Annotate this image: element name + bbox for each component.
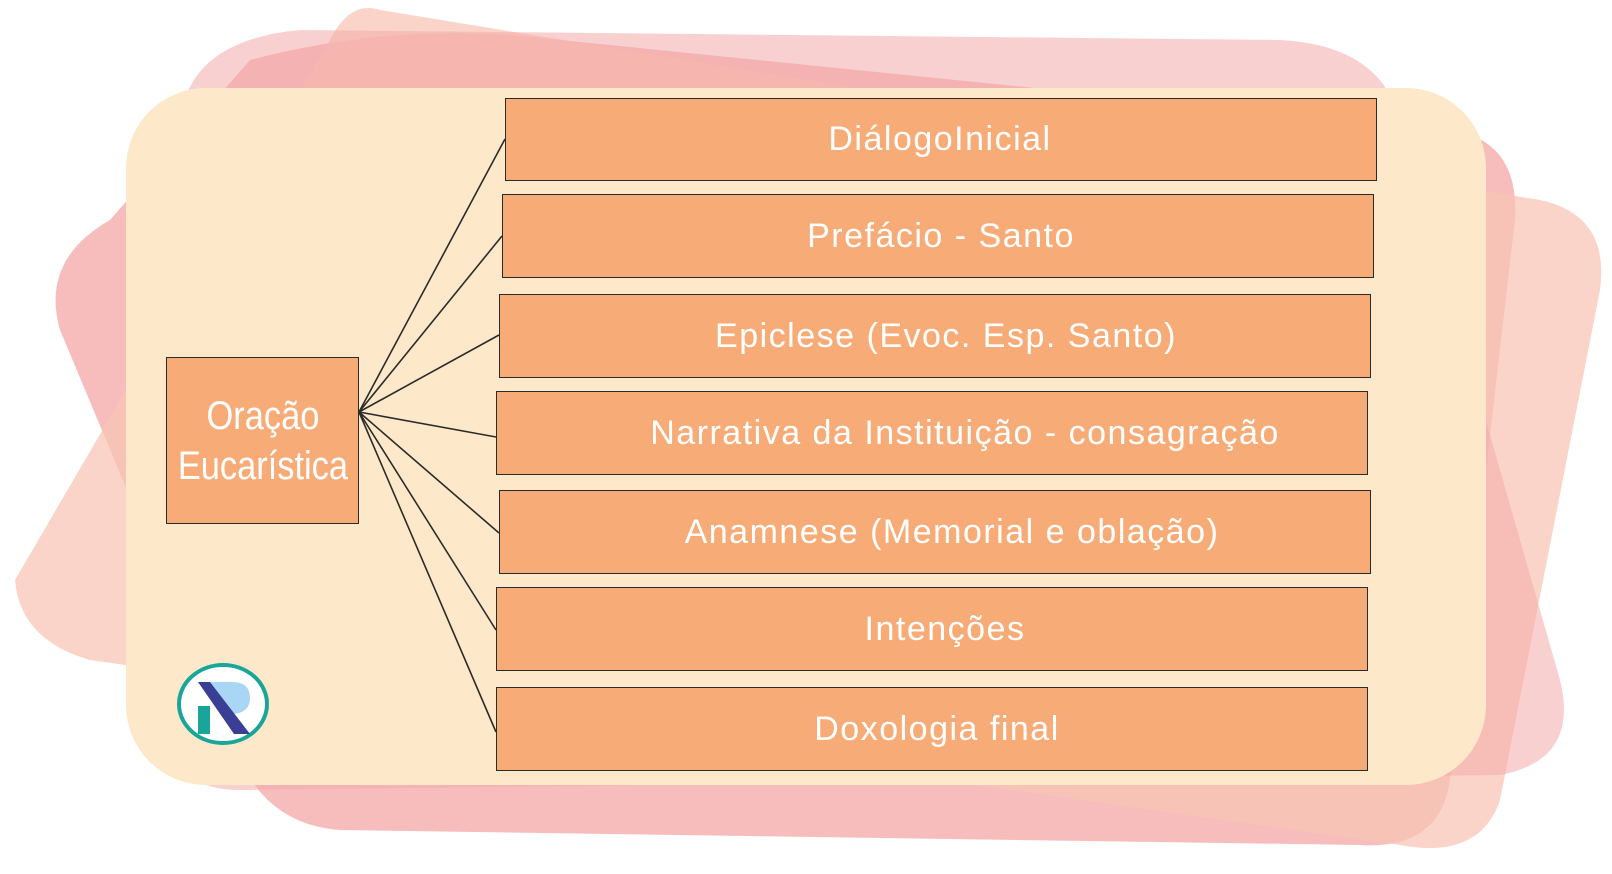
step-label: Anamnese (Memorial e oblação) — [684, 512, 1220, 551]
root-label: Oração Eucarística — [177, 391, 347, 491]
step-label: Epiclese (Evoc. Esp. Santo) — [715, 316, 1177, 355]
step-label: Prefácio - Santo — [807, 216, 1075, 255]
step-doxologia-final: Doxologia final — [496, 687, 1368, 771]
connector-2 — [358, 235, 503, 413]
step-dialogo-inicial: DiálogoInicial — [505, 98, 1377, 181]
root-node: Oração Eucarística — [166, 357, 359, 524]
connector-7 — [358, 411, 497, 733]
connector-6 — [358, 411, 497, 631]
step-narrativa-instituicao: Narrativa da Instituição - consagração — [496, 391, 1368, 475]
connector-1 — [358, 138, 506, 413]
step-intencoes: Intenções — [496, 587, 1368, 671]
connector-3 — [358, 334, 500, 413]
step-epiclese: Epiclese (Evoc. Esp. Santo) — [499, 294, 1371, 378]
root-label-line-2: Eucarística — [177, 443, 348, 488]
step-label: DiálogoInicial — [828, 120, 1052, 158]
r-monogram-logo-icon — [177, 663, 269, 745]
step-label: Intenções — [864, 609, 1026, 648]
step-prefacio-santo: Prefácio - Santo — [502, 194, 1374, 278]
connector-4 — [358, 411, 497, 438]
connector-5 — [358, 411, 500, 534]
step-label: Narrativa da Instituição - consagração — [650, 413, 1280, 452]
step-anamnese: Anamnese (Memorial e oblação) — [499, 490, 1371, 574]
root-label-line-1: Oração — [206, 393, 319, 438]
step-label: Doxologia final — [814, 709, 1060, 748]
